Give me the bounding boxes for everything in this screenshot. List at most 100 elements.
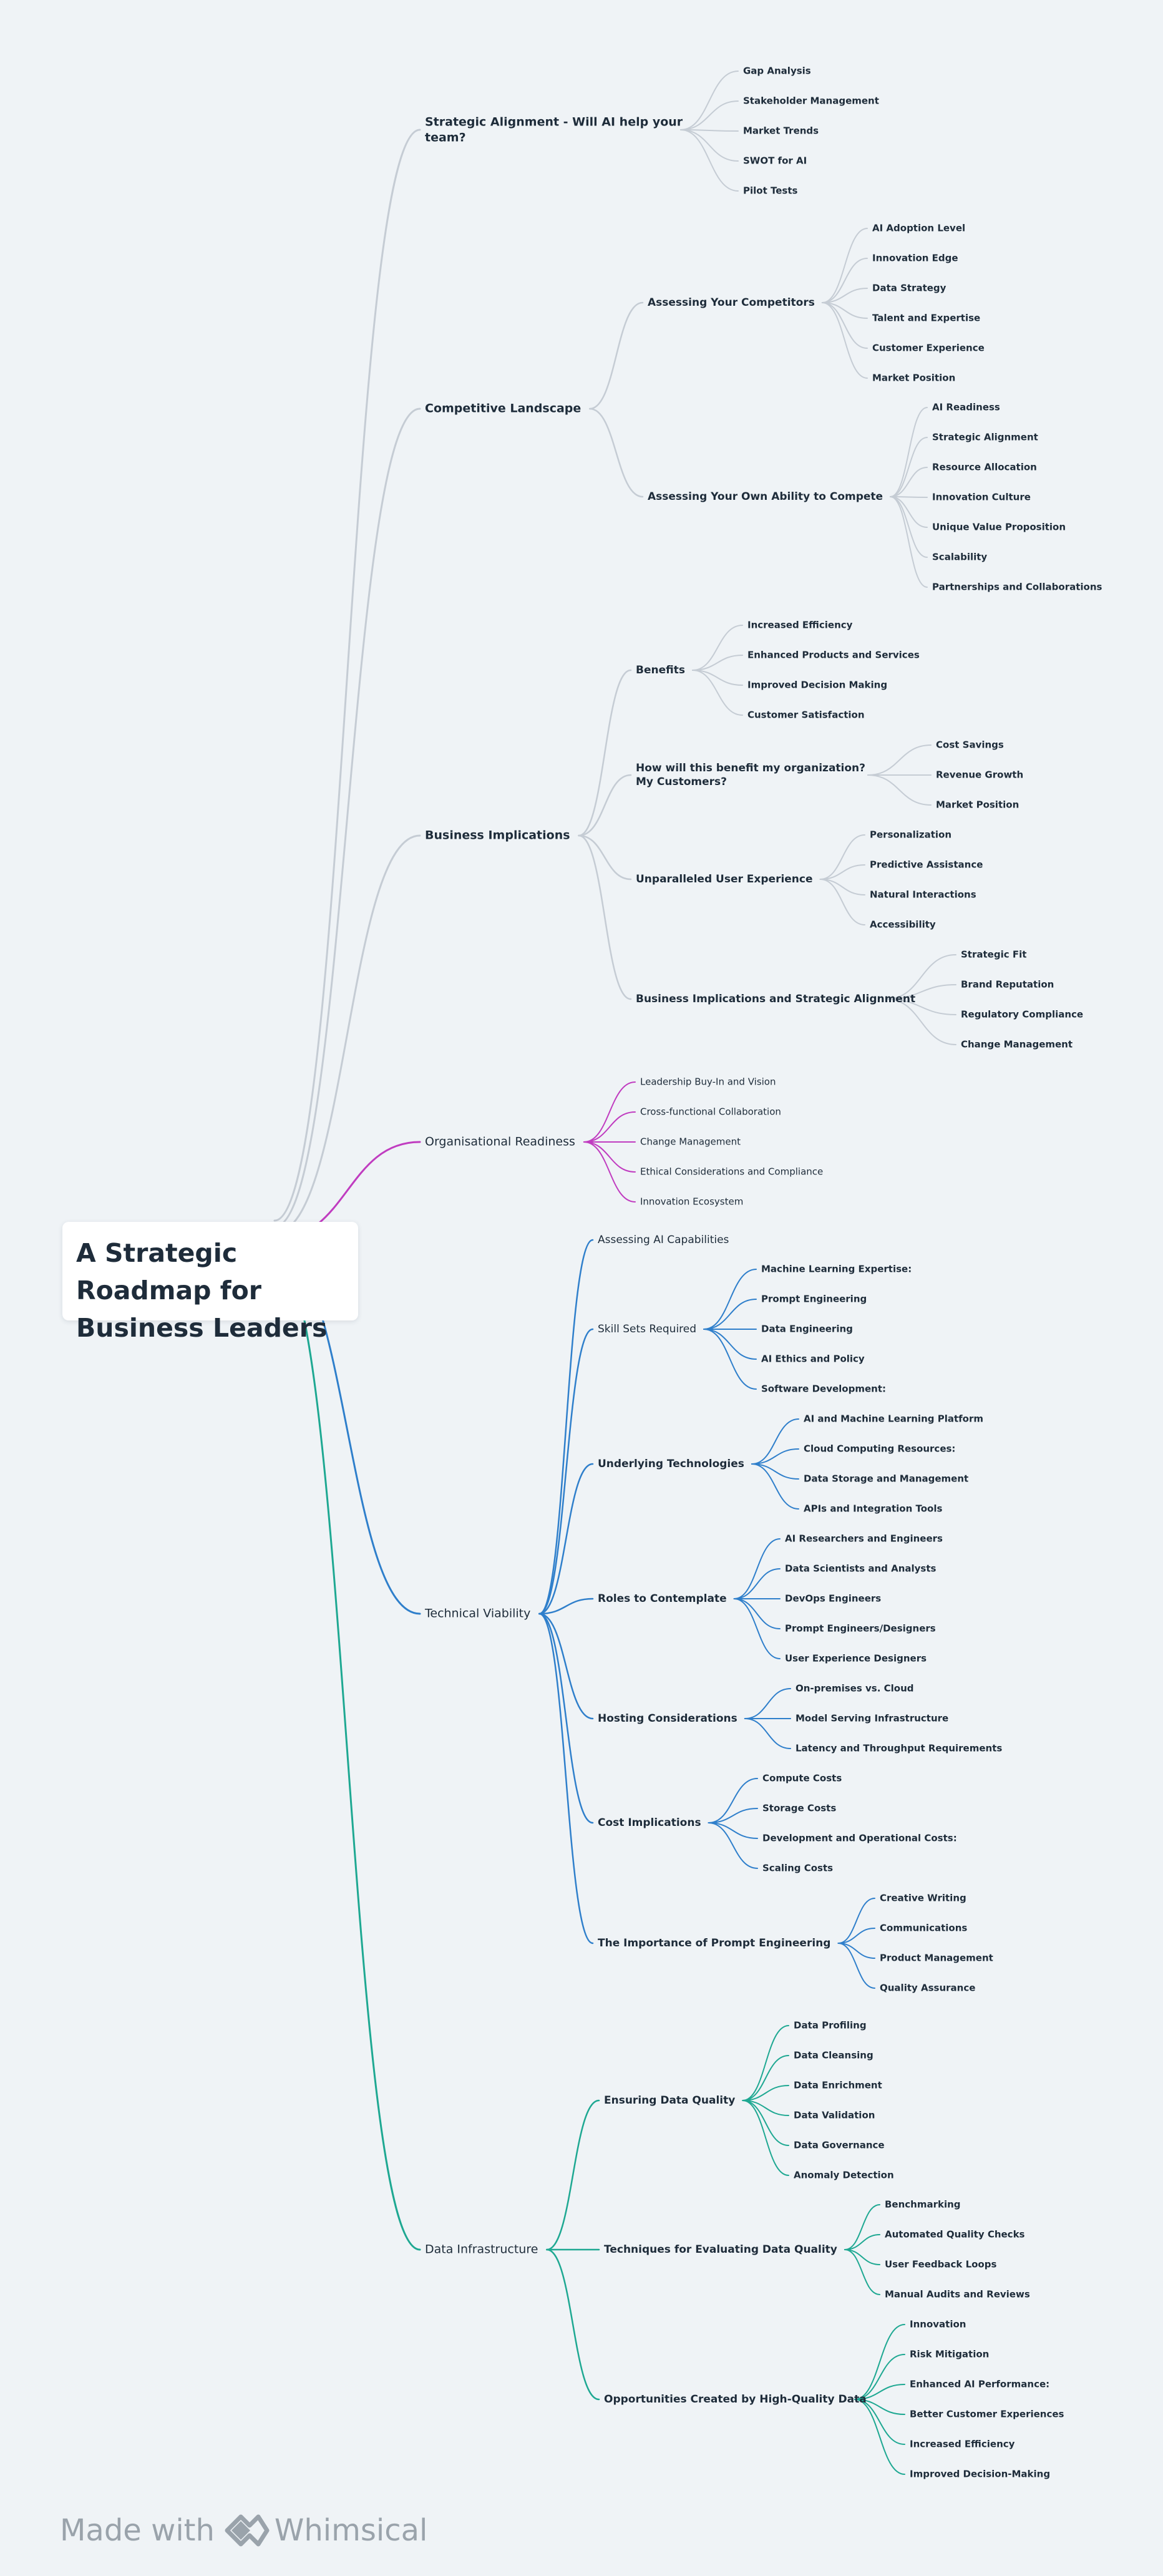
leaf-personalization[interactable]: Personalization [870, 829, 952, 841]
leaf-ai-readiness[interactable]: AI Readiness [932, 401, 1000, 413]
topic-skill-sets-required[interactable]: Skill Sets Required [598, 1322, 697, 1335]
leaf-gap-analysis[interactable]: Gap Analysis [743, 65, 811, 77]
leaf-stakeholder-management[interactable]: Stakeholder Management [743, 95, 879, 107]
leaf-enhanced-ai-performance[interactable]: Enhanced AI Performance: [910, 2378, 1050, 2390]
leaf-better-customer-experiences[interactable]: Better Customer Experiences [910, 2408, 1064, 2420]
leaf-resource-allocation[interactable]: Resource Allocation [932, 461, 1037, 473]
topic-the-importance-of-prompt-engineering[interactable]: The Importance of Prompt Engineering [598, 1936, 831, 1949]
topic-opportunities-created-by-high-quality-da[interactable]: Opportunities Created by High-Quality Da… [604, 2393, 867, 2406]
leaf-creative-writing[interactable]: Creative Writing [880, 1892, 966, 1904]
leaf-natural-interactions[interactable]: Natural Interactions [870, 889, 976, 900]
leaf-scaling-costs[interactable]: Scaling Costs [762, 1862, 834, 1874]
leaf-ai-researchers-and-engineers[interactable]: AI Researchers and Engineers [785, 1533, 943, 1544]
leaf-data-validation[interactable]: Data Validation [794, 2109, 875, 2121]
leaf-partnerships-and-collaborations[interactable]: Partnerships and Collaborations [932, 581, 1102, 593]
leaf-scalability[interactable]: Scalability [932, 551, 988, 563]
topic-assessing-ai-capabilities[interactable]: Assessing AI Capabilities [598, 1233, 729, 1246]
topic-how-will-this-benefit-my-organization-my[interactable]: How will this benefit my organization? M… [636, 761, 866, 788]
leaf-market-position[interactable]: Market Position [936, 799, 1019, 811]
leaf-regulatory-compliance[interactable]: Regulatory Compliance [961, 1008, 1084, 1020]
leaf-benchmarking[interactable]: Benchmarking [885, 2198, 961, 2210]
leaf-ethical-considerations-and-compliance[interactable]: Ethical Considerations and Compliance [640, 1166, 824, 1178]
topic-unparalleled-user-experience[interactable]: Unparalleled User Experience [636, 872, 813, 886]
leaf-data-enrichment[interactable]: Data Enrichment [794, 2079, 882, 2091]
leaf-pilot-tests[interactable]: Pilot Tests [743, 185, 798, 197]
topic-roles-to-contemplate[interactable]: Roles to Contemplate [598, 1592, 727, 1605]
branch-data-infrastructure[interactable]: Data Infrastructure [425, 2242, 538, 2256]
leaf-data-governance[interactable]: Data Governance [794, 2139, 885, 2151]
leaf-leadership-buy-in-and-vision[interactable]: Leadership Buy-In and Vision [640, 1076, 776, 1088]
leaf-risk-mitigation[interactable]: Risk Mitigation [910, 2348, 990, 2360]
leaf-improved-decision-making[interactable]: Improved Decision Making [747, 679, 888, 691]
leaf-innovation-ecosystem[interactable]: Innovation Ecosystem [640, 1196, 744, 1208]
branch-technical-viability[interactable]: Technical Viability [425, 1606, 531, 1621]
leaf-customer-satisfaction[interactable]: Customer Satisfaction [747, 709, 865, 721]
topic-assessing-your-competitors[interactable]: Assessing Your Competitors [648, 296, 815, 309]
leaf-model-serving-infrastructure[interactable]: Model Serving Infrastructure [796, 1712, 949, 1724]
topic-assessing-your-own-ability-to-compete[interactable]: Assessing Your Own Ability to Compete [648, 490, 883, 503]
branch-organisational-readiness[interactable]: Organisational Readiness [425, 1134, 575, 1149]
leaf-compute-costs[interactable]: Compute Costs [762, 1772, 842, 1784]
leaf-predictive-assistance[interactable]: Predictive Assistance [870, 859, 983, 871]
topic-benefits[interactable]: Benefits [636, 663, 685, 676]
leaf-automated-quality-checks[interactable]: Automated Quality Checks [885, 2228, 1025, 2240]
topic-ensuring-data-quality[interactable]: Ensuring Data Quality [604, 2094, 736, 2107]
leaf-data-profiling[interactable]: Data Profiling [794, 2019, 867, 2031]
leaf-software-development[interactable]: Software Development: [761, 1383, 886, 1395]
leaf-strategic-alignment[interactable]: Strategic Alignment [932, 431, 1038, 443]
leaf-data-storage-and-management[interactable]: Data Storage and Management [804, 1473, 969, 1485]
leaf-development-and-operational-costs[interactable]: Development and Operational Costs: [762, 1832, 957, 1844]
leaf-ai-adoption-level[interactable]: AI Adoption Level [872, 222, 966, 234]
leaf-ai-and-machine-learning-platform[interactable]: AI and Machine Learning Platform [804, 1413, 984, 1425]
leaf-data-scientists-and-analysts[interactable]: Data Scientists and Analysts [785, 1563, 937, 1574]
topic-hosting-considerations[interactable]: Hosting Considerations [598, 1712, 737, 1725]
leaf-innovation[interactable]: Innovation [910, 2318, 966, 2330]
leaf-swot-for-ai[interactable]: SWOT for AI [743, 155, 807, 167]
leaf-increased-efficiency[interactable]: Increased Efficiency [747, 619, 853, 631]
leaf-cloud-computing-resources[interactable]: Cloud Computing Resources: [804, 1443, 956, 1455]
leaf-product-management[interactable]: Product Management [880, 1952, 993, 1964]
leaf-ai-ethics-and-policy[interactable]: AI Ethics and Policy [761, 1353, 865, 1365]
leaf-machine-learning-expertise[interactable]: Machine Learning Expertise: [761, 1263, 912, 1275]
leaf-increased-efficiency[interactable]: Increased Efficiency [910, 2438, 1015, 2450]
leaf-accessibility[interactable]: Accessibility [870, 919, 936, 930]
leaf-revenue-growth[interactable]: Revenue Growth [936, 769, 1024, 781]
leaf-manual-audits-and-reviews[interactable]: Manual Audits and Reviews [885, 2288, 1030, 2300]
root-node[interactable]: A Strategic Roadmap for Business Leaders [62, 1222, 358, 1343]
leaf-unique-value-proposition[interactable]: Unique Value Proposition [932, 521, 1066, 533]
leaf-on-premises-vs-cloud[interactable]: On-premises vs. Cloud [796, 1682, 914, 1694]
leaf-innovation-culture[interactable]: Innovation Culture [932, 491, 1031, 503]
leaf-strategic-fit[interactable]: Strategic Fit [961, 949, 1027, 960]
leaf-prompt-engineers-designers[interactable]: Prompt Engineers/Designers [785, 1622, 936, 1634]
topic-techniques-for-evaluating-data-quality[interactable]: Techniques for Evaluating Data Quality [604, 2243, 837, 2256]
leaf-improved-decision-making[interactable]: Improved Decision-Making [910, 2468, 1051, 2480]
leaf-anomaly-detection[interactable]: Anomaly Detection [794, 2169, 894, 2181]
leaf-brand-reputation[interactable]: Brand Reputation [961, 978, 1054, 990]
branch-strategic-alignment-will-ai-help-your-te[interactable]: Strategic Alignment - Will AI help your … [425, 115, 683, 144]
leaf-communications[interactable]: Communications [880, 1922, 968, 1934]
leaf-innovation-edge[interactable]: Innovation Edge [872, 252, 958, 264]
branch-competitive-landscape[interactable]: Competitive Landscape [425, 401, 582, 416]
leaf-change-management[interactable]: Change Management [640, 1136, 741, 1148]
leaf-enhanced-products-and-services[interactable]: Enhanced Products and Services [747, 649, 920, 661]
leaf-change-management[interactable]: Change Management [961, 1038, 1073, 1050]
leaf-latency-and-throughput-requirements[interactable]: Latency and Throughput Requirements [796, 1742, 1003, 1754]
leaf-market-trends[interactable]: Market Trends [743, 125, 819, 137]
leaf-data-strategy[interactable]: Data Strategy [872, 282, 946, 294]
topic-cost-implications[interactable]: Cost Implications [598, 1816, 701, 1829]
leaf-cost-savings[interactable]: Cost Savings [936, 739, 1004, 751]
leaf-data-engineering[interactable]: Data Engineering [761, 1323, 853, 1335]
leaf-customer-experience[interactable]: Customer Experience [872, 342, 985, 354]
leaf-devops-engineers[interactable]: DevOps Engineers [785, 1593, 882, 1604]
topic-business-implications-and-strategic-alig[interactable]: Business Implications and Strategic Alig… [636, 992, 916, 1005]
leaf-data-cleansing[interactable]: Data Cleansing [794, 2049, 873, 2061]
leaf-quality-assurance[interactable]: Quality Assurance [880, 1982, 976, 1994]
leaf-storage-costs[interactable]: Storage Costs [762, 1802, 837, 1814]
leaf-market-position[interactable]: Market Position [872, 372, 956, 384]
leaf-talent-and-expertise[interactable]: Talent and Expertise [872, 312, 981, 324]
footer-watermark[interactable]: Made with Whimsical [60, 2509, 427, 2552]
leaf-user-feedback-loops[interactable]: User Feedback Loops [885, 2258, 997, 2270]
leaf-cross-functional-collaboration[interactable]: Cross-functional Collaboration [640, 1106, 781, 1118]
branch-business-implications[interactable]: Business Implications [425, 828, 570, 842]
leaf-user-experience-designers[interactable]: User Experience Designers [785, 1652, 927, 1664]
